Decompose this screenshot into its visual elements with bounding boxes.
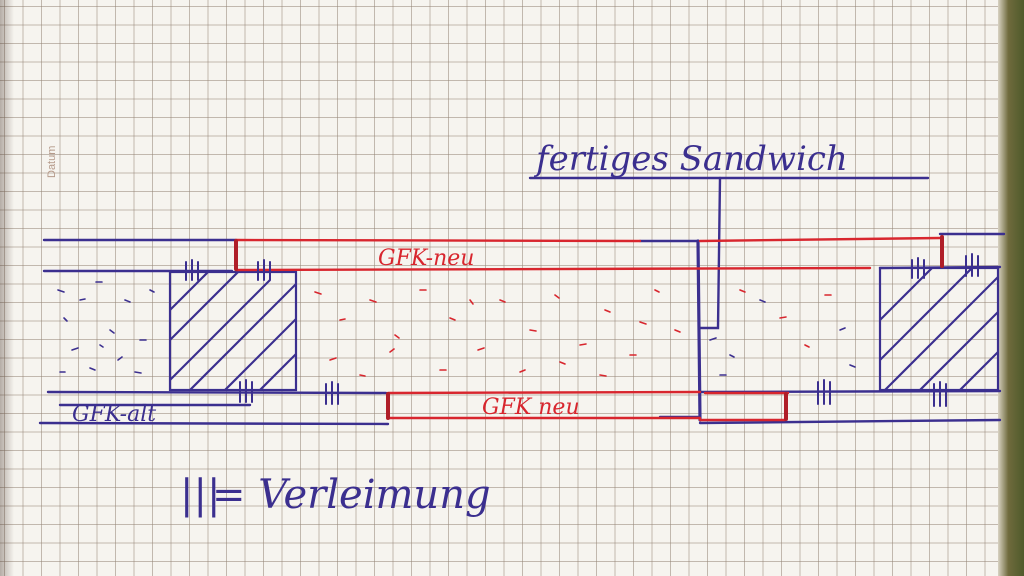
glue-mark [933,381,947,407]
cutout-step-vertical [696,239,702,422]
gfk-new-top-label: GFK-neu [378,246,474,271]
glue-mark [817,379,831,405]
sandwich-leader-line [698,176,722,330]
hatched-insert-left [168,270,298,392]
gfk-old-label: GFK-alt [72,402,156,427]
new-top-skin-right [698,236,942,243]
desk-edge [998,0,1024,576]
new-top-skin-lower [234,266,872,272]
hatched-insert-right [878,266,1000,392]
gfk-new-bottom-label: GFK neu [482,395,580,420]
new-bottom-skin-upper [386,390,702,395]
foam-core-texture [57,281,856,377]
glue-mark [185,259,199,281]
core-bottom-line-left [46,390,388,395]
glue-mark [257,259,271,281]
red-layer-ends [234,235,944,421]
legend-symbol: ||| [180,472,220,518]
glue-mark [325,381,339,405]
glue-mark [965,253,979,277]
paper-shadow [0,0,14,576]
glue-marks [185,253,979,407]
red-new-layers [234,236,942,422]
old-bottom-skin-line [38,421,390,426]
finished-sandwich-label: fertiges Sandwich [533,139,848,179]
blue-outline [38,176,1006,426]
old-bottom-skin-line-right [698,418,1002,425]
glue-mark [911,257,925,279]
new-top-skin-upper [234,238,642,243]
glue-mark [239,379,253,403]
legend-text: = Verleimung [212,472,491,518]
